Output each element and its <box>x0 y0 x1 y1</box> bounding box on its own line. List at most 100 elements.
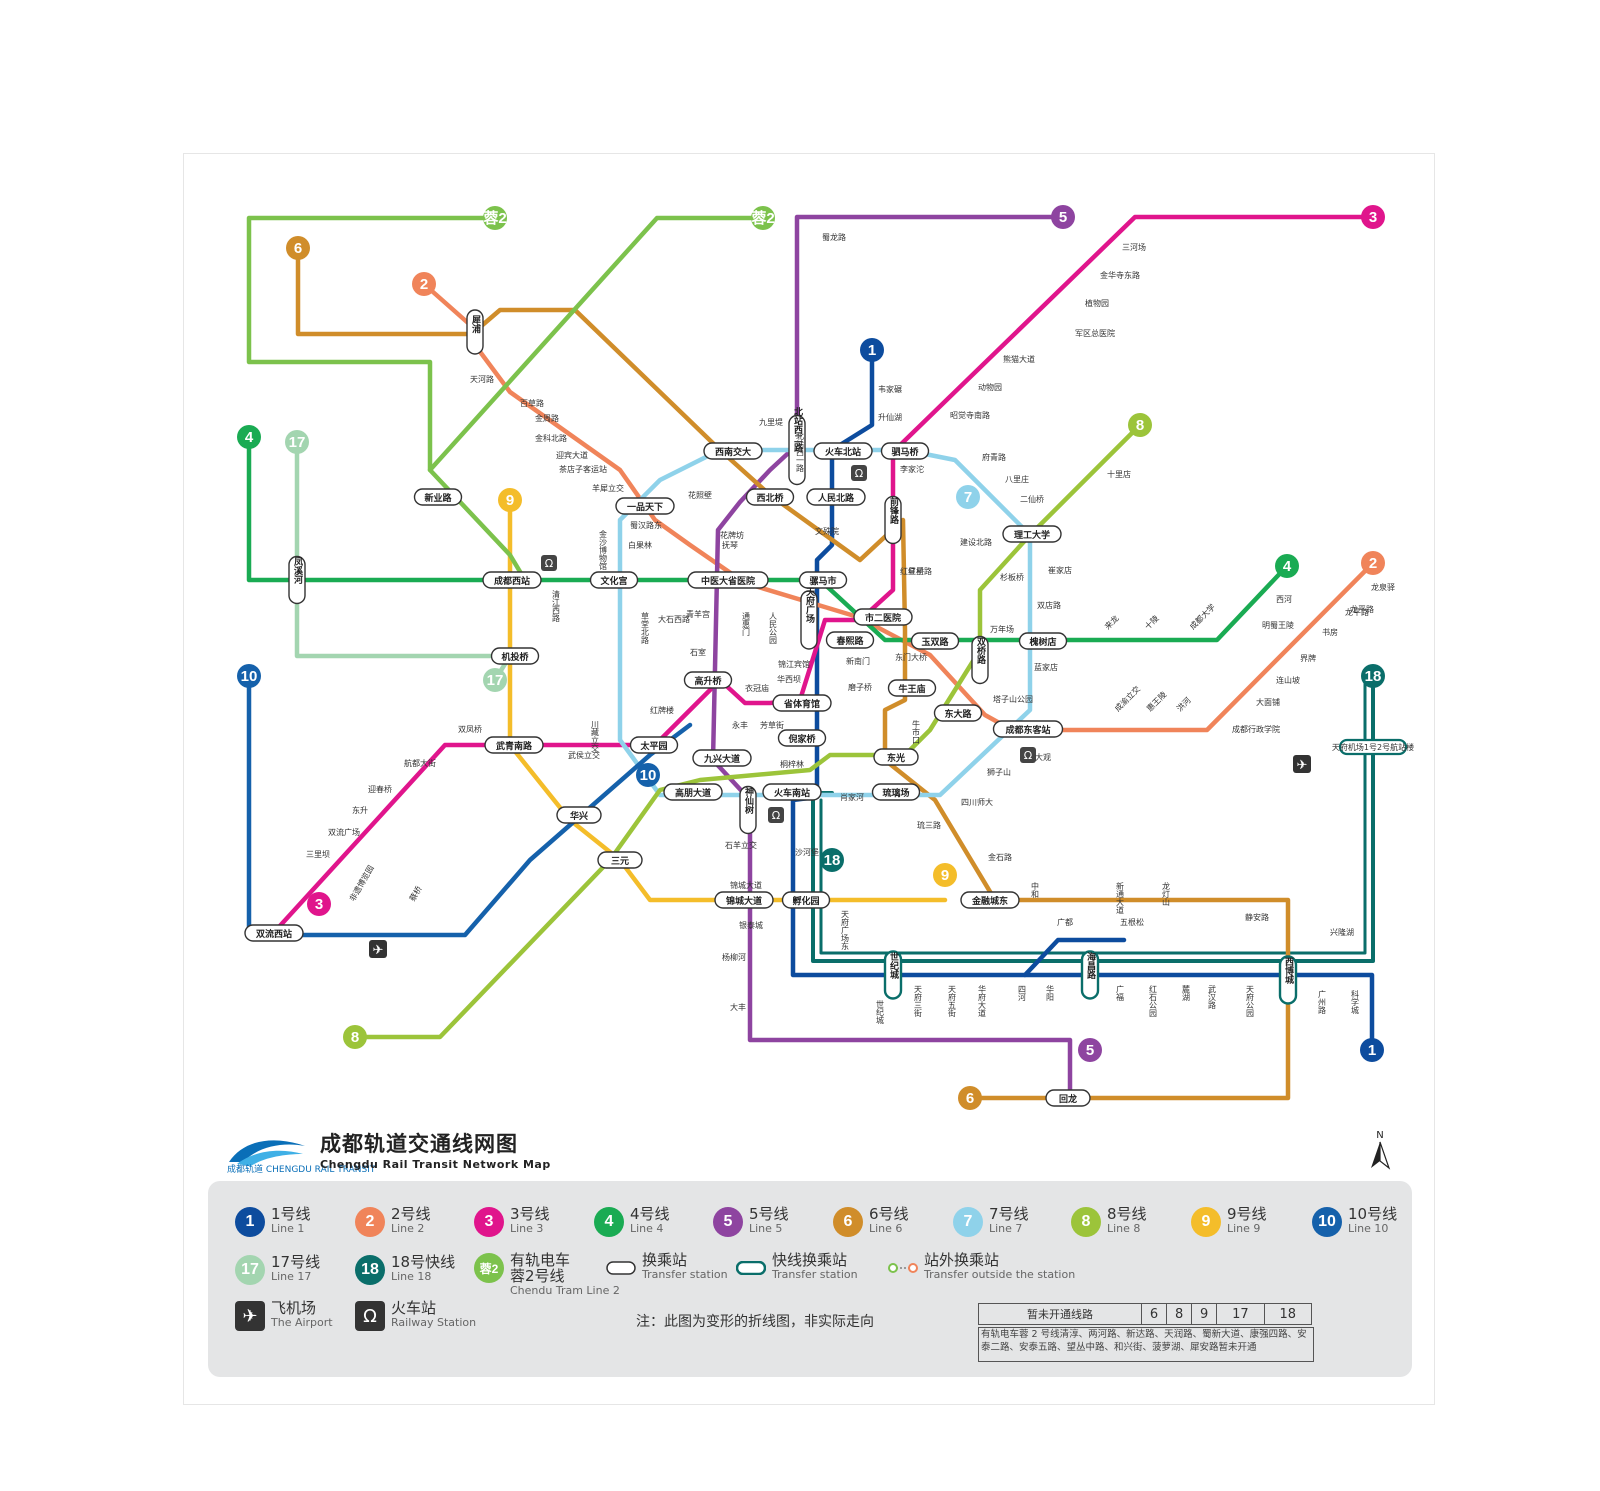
transfer-station[interactable]: 三元 <box>597 851 643 869</box>
transfer-station[interactable]: 中医大省医院 <box>687 571 769 589</box>
station-label[interactable]: 杨柳河 <box>722 952 746 962</box>
station-label[interactable]: 蔡桥 <box>407 884 424 903</box>
station-label[interactable]: 八里庄 <box>1005 474 1029 484</box>
station-label[interactable]: 武汉路 <box>1208 984 1217 1009</box>
station-label[interactable]: 科学城 <box>1351 989 1360 1015</box>
station-label[interactable]: 红星桥 <box>900 566 924 576</box>
transfer-station[interactable]: 火车北站 <box>813 442 873 460</box>
transfer-station[interactable]: 华兴 <box>556 806 602 824</box>
station-label[interactable]: 崔家店 <box>1048 565 1072 575</box>
station-label[interactable]: 通惠门 <box>742 611 751 637</box>
station-label[interactable]: 狮子山 <box>987 767 1011 777</box>
transfer-station[interactable]: 九兴大道 <box>692 749 752 767</box>
transfer-station[interactable]: 回龙 <box>1045 1089 1091 1107</box>
transfer-station[interactable]: 一品天下 <box>615 497 675 515</box>
station-label[interactable]: 非遗博览园 <box>347 863 376 903</box>
station-label[interactable]: 金沙博物馆 <box>599 529 608 571</box>
station-label[interactable]: 新通大道 <box>1116 881 1125 915</box>
transfer-station[interactable]: 天府广场 <box>800 587 818 650</box>
transfer-station[interactable]: 理工大学 <box>1002 525 1062 543</box>
station-label[interactable]: 天河路 <box>470 374 494 384</box>
station-label[interactable]: 华府大道 <box>978 984 987 1018</box>
station-label[interactable]: 双流广场 <box>328 827 360 837</box>
station-label[interactable]: 蜀龙路 <box>822 232 846 242</box>
station-label[interactable]: 三里坝 <box>306 850 330 859</box>
transfer-station[interactable]: 东光 <box>873 748 919 766</box>
station-label[interactable]: 十里店 <box>1107 469 1131 479</box>
station-label[interactable]: 迎春桥 <box>368 784 392 794</box>
station-label[interactable]: 熊猫大道 <box>1003 354 1035 364</box>
transfer-station[interactable]: 武青南路 <box>484 736 544 754</box>
transfer-station[interactable]: 锦城大道 <box>714 891 774 909</box>
transfer-station[interactable]: 西北桥 <box>745 488 795 506</box>
transfer-station[interactable]: 机投桥 <box>490 647 540 665</box>
station-label[interactable]: 昭觉寺南路 <box>950 410 990 420</box>
transfer-station[interactable]: 东大路 <box>933 704 983 722</box>
station-label[interactable]: 石室 <box>690 647 706 657</box>
transfer-station[interactable]: 琉璃场 <box>871 783 921 801</box>
station-label[interactable]: 白果林 <box>628 540 652 550</box>
station-label[interactable]: 人民公园 <box>769 612 778 645</box>
station-label[interactable]: 花牌坊 <box>720 530 744 540</box>
station-label[interactable]: 成渝立交 <box>1112 684 1142 714</box>
station-label[interactable]: 九里堤 <box>759 417 783 427</box>
station-label[interactable]: 龙平路 <box>1345 607 1369 617</box>
station-label[interactable]: 府青路 <box>982 452 1006 462</box>
station-label[interactable]: 惠王陵 <box>1144 689 1168 713</box>
station-label[interactable]: 金周路 <box>535 413 559 423</box>
transfer-station[interactable]: 双桥路 <box>971 635 989 685</box>
station-label[interactable]: 牛市口 <box>912 719 921 744</box>
station-label[interactable]: 红牌楼 <box>650 705 674 715</box>
transfer-station[interactable]: 犀浦 <box>466 309 484 355</box>
transfer-station[interactable]: 成都西站 <box>482 571 542 589</box>
station-label[interactable]: 川藏立交 <box>591 720 600 753</box>
station-label[interactable]: 广福 <box>1116 984 1125 1002</box>
station-label[interactable]: 沙河堡 <box>795 847 819 857</box>
station-label[interactable]: 广都 <box>1057 917 1073 927</box>
transfer-station[interactable]: 槐树店 <box>1018 632 1068 650</box>
station-label[interactable]: 书房 <box>1322 627 1338 637</box>
station-label[interactable]: 龙泉驿 <box>1371 582 1395 592</box>
station-label[interactable]: 航都大街 <box>404 758 436 768</box>
station-label[interactable]: 桐梓林 <box>780 759 804 769</box>
station-label[interactable]: 万年场 <box>990 624 1014 634</box>
station-label[interactable]: 界牌 <box>1300 653 1316 663</box>
transfer-station[interactable]: 神仙树 <box>739 785 757 835</box>
station-label[interactable]: 天府公园 <box>1246 985 1255 1018</box>
transfer-station[interactable]: 前锋路 <box>884 495 902 545</box>
station-label[interactable]: 银泰城 <box>739 920 763 930</box>
transfer-station[interactable]: 倪家桥 <box>777 729 827 747</box>
station-label[interactable]: 大面铺 <box>1256 697 1280 707</box>
transfer-station[interactable]: 市二医院 <box>853 608 913 626</box>
station-label[interactable]: 东门大桥 <box>895 652 927 662</box>
station-label[interactable]: 琉三路 <box>917 820 941 830</box>
station-label[interactable]: 升仙湖 <box>878 412 902 422</box>
station-label[interactable]: 四川师大 <box>961 797 993 807</box>
transfer-station[interactable]: 文化宫 <box>589 571 639 589</box>
station-label[interactable]: 洪河 <box>1174 695 1192 713</box>
station-label[interactable]: 新南门 <box>846 656 870 666</box>
station-label[interactable]: 天府三街 <box>914 985 923 1018</box>
transfer-station[interactable]: 北站西二路 <box>788 406 806 486</box>
station-label[interactable]: 二仙桥 <box>1020 494 1044 504</box>
station-label[interactable]: 植物园 <box>1085 298 1109 308</box>
transfer-station[interactable]: 高升桥 <box>683 671 733 689</box>
station-label[interactable]: 花照壁 <box>688 490 712 500</box>
station-label[interactable]: 兴隆湖 <box>1330 927 1354 937</box>
transfer-station[interactable]: 玉双路 <box>910 632 960 650</box>
transfer-station[interactable]: 驷马桥 <box>880 442 930 460</box>
station-label[interactable]: 十陵 <box>1142 613 1160 631</box>
station-label[interactable]: 芳草街 <box>760 720 784 730</box>
transfer-station[interactable]: 孵化园 <box>781 891 831 909</box>
station-label[interactable]: 清江西路 <box>552 589 561 622</box>
station-label[interactable]: 金华寺东路 <box>1100 270 1140 280</box>
station-label[interactable]: 东升 <box>352 805 368 815</box>
transfer-station[interactable]: 高朋大道 <box>663 783 723 801</box>
station-label[interactable]: 金石路 <box>988 852 1012 862</box>
station-label[interactable]: 石羊立交 <box>725 840 757 850</box>
station-label[interactable]: 成都大学 <box>1187 602 1217 632</box>
station-label[interactable]: 蜀汉路东 <box>630 520 662 530</box>
transfer-station[interactable]: 凤溪河 <box>288 555 306 605</box>
station-label[interactable]: 双凤桥 <box>458 724 482 734</box>
station-label[interactable]: 韦家碾 <box>878 384 902 394</box>
